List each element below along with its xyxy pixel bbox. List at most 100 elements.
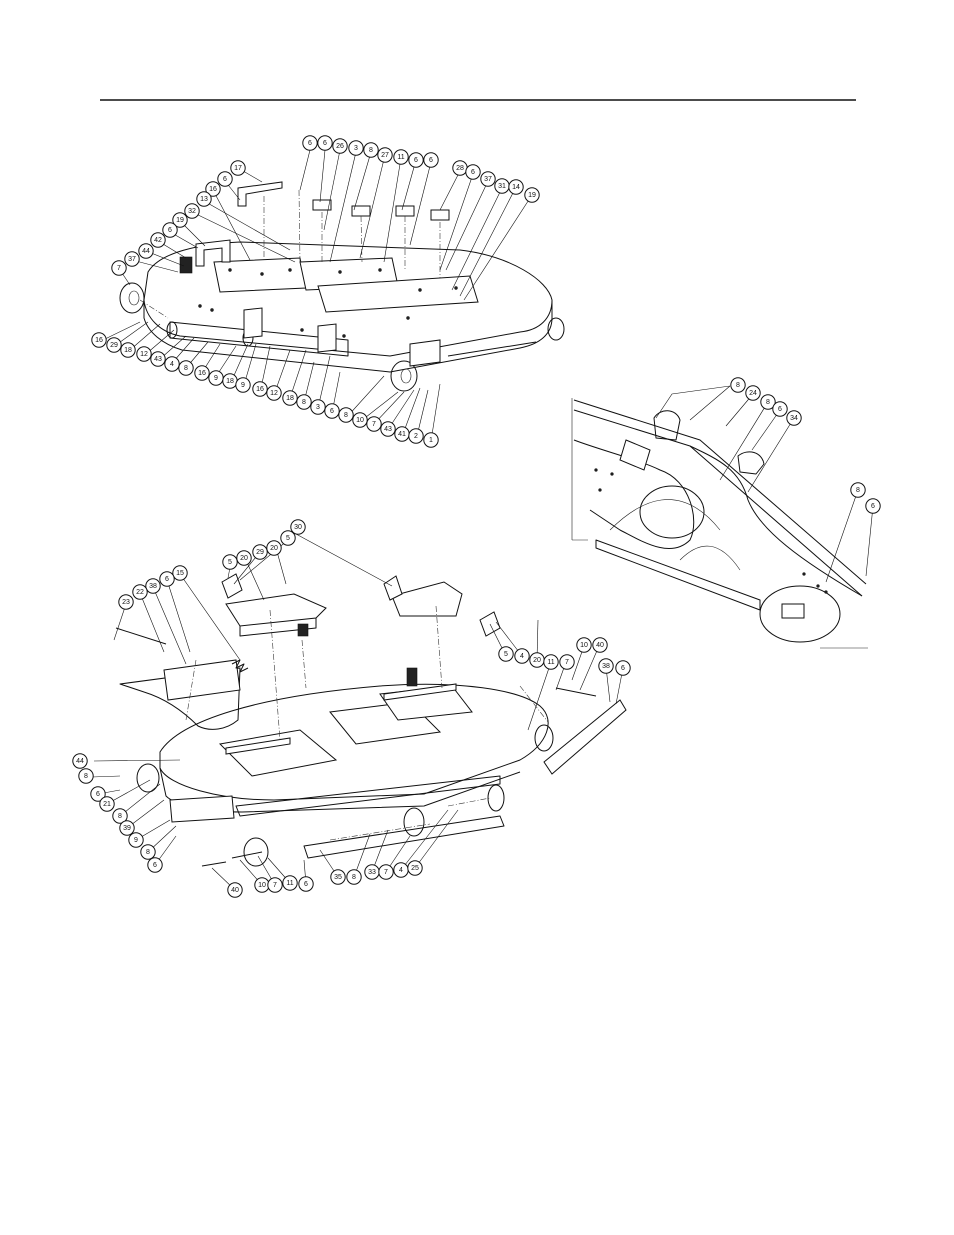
callout-top-deck-view-12: 31 <box>495 179 509 193</box>
callout-number: 23 <box>122 599 130 606</box>
callout-underside-view-20: 44 <box>73 754 87 768</box>
callout-number: 18 <box>124 347 132 354</box>
bracket-19 <box>196 240 230 266</box>
callout-underside-view-0: 30 <box>291 520 305 534</box>
detail-bearing <box>738 452 764 474</box>
callout-number: 18 <box>226 378 234 385</box>
callout-number: 4 <box>520 653 524 660</box>
callout-number: 30 <box>294 524 302 531</box>
deflector-rod <box>448 342 536 356</box>
callout-top-deck-view-23: 44 <box>139 244 153 258</box>
callout-top-deck-view-6: 11 <box>394 150 408 164</box>
callout-top-deck-view-42: 6 <box>325 404 339 418</box>
callout-number: 6 <box>96 791 100 798</box>
bolt-40 <box>202 862 226 866</box>
callout-number: 18 <box>286 395 294 402</box>
callout-number: 26 <box>336 143 344 150</box>
underside-plate-left <box>220 730 336 776</box>
callout-number: 32 <box>188 208 196 215</box>
front-bracket-right <box>318 324 336 352</box>
detail-deck-top <box>574 400 866 596</box>
callout-detail-view-0: 8 <box>731 378 745 392</box>
detail-spindle-plate <box>782 604 804 618</box>
callout-number: 6 <box>165 576 169 583</box>
callout-number: 8 <box>302 399 306 406</box>
callout-number: 6 <box>429 157 433 164</box>
callout-top-deck-view-21: 6 <box>163 223 177 237</box>
callout-number: 12 <box>270 390 278 397</box>
wheel-front-hub <box>401 369 411 383</box>
side-bracket-right <box>544 700 626 774</box>
top-plate-left <box>214 258 306 292</box>
callout-top-deck-view-40: 8 <box>297 395 311 409</box>
deflector-plate-right <box>392 582 462 688</box>
callout-top-deck-view-26: 16 <box>92 333 106 347</box>
callout-number: 6 <box>471 169 475 176</box>
callout-number: 38 <box>602 663 610 670</box>
wheel-bracket-front <box>410 340 440 366</box>
callout-top-deck-view-27: 29 <box>107 338 121 352</box>
callout-number: 8 <box>856 487 860 494</box>
callout-number: 20 <box>270 545 278 552</box>
callout-number: 8 <box>118 813 122 820</box>
callout-number: 8 <box>146 849 150 856</box>
callout-top-deck-view-46: 43 <box>381 422 395 436</box>
callout-number: 8 <box>184 365 188 372</box>
callout-top-deck-view-24: 37 <box>125 252 139 266</box>
callout-number: 15 <box>176 570 184 577</box>
callout-number: 25 <box>411 865 419 872</box>
callout-number: 37 <box>484 176 492 183</box>
callout-underside-view-29: 40 <box>228 883 242 897</box>
callout-number: 44 <box>76 758 84 765</box>
deflector-plate-left <box>226 594 326 740</box>
callout-top-deck-view-41: 3 <box>311 400 325 414</box>
callout-number: 31 <box>498 183 506 190</box>
front-bracket-left <box>244 308 262 338</box>
callout-underside-view-32: 11 <box>283 876 297 890</box>
bearing-4 <box>431 210 449 220</box>
callout-underside-view-31: 7 <box>268 878 282 892</box>
callout-number: 27 <box>381 152 389 159</box>
callout-underside-view-13: 20 <box>530 653 544 667</box>
callout-number: 14 <box>512 184 520 191</box>
callout-number: 17 <box>234 165 242 172</box>
callout-top-deck-view-49: 1 <box>424 433 438 447</box>
callout-number: 6 <box>330 408 334 415</box>
callout-number: 8 <box>352 874 356 881</box>
callout-underside-view-18: 38 <box>599 659 613 673</box>
callout-top-deck-view-10: 6 <box>466 165 480 179</box>
callout-number: 7 <box>565 659 569 666</box>
callout-number: 16 <box>198 370 206 377</box>
callout-number: 40 <box>231 887 239 894</box>
wheel-u3 <box>404 808 424 836</box>
callout-number: 6 <box>308 140 312 147</box>
callout-number: 7 <box>384 869 388 876</box>
callout-number: 28 <box>456 165 464 172</box>
detail-spindle-left <box>640 486 704 538</box>
callout-underside-view-10: 23 <box>119 595 133 609</box>
callout-top-deck-view-15: 17 <box>231 161 245 175</box>
callout-number: 16 <box>95 337 103 344</box>
callout-underside-view-6: 15 <box>173 566 187 580</box>
callout-underside-view-35: 8 <box>347 870 361 884</box>
callout-number: 43 <box>154 356 162 363</box>
callout-number: 20 <box>240 555 248 562</box>
callout-number: 42 <box>154 237 162 244</box>
callout-number: 5 <box>504 651 508 658</box>
callout-number: 39 <box>123 825 131 832</box>
wheel-left <box>120 283 144 313</box>
callout-top-deck-view-44: 10 <box>353 413 367 427</box>
callout-top-deck-view-11: 37 <box>481 172 495 186</box>
callout-top-deck-view-31: 4 <box>165 357 179 371</box>
callout-underside-view-12: 4 <box>515 649 529 663</box>
callout-detail-view-4: 34 <box>787 411 801 425</box>
callout-number: 16 <box>209 186 217 193</box>
callout-underside-view-25: 39 <box>120 821 134 835</box>
callout-number: 6 <box>323 140 327 147</box>
callout-underside-view-14: 11 <box>544 655 558 669</box>
callout-number: 11 <box>397 154 404 161</box>
callout-number: 7 <box>273 882 277 889</box>
callout-number: 1 <box>429 437 433 444</box>
callout-number: 40 <box>596 642 604 649</box>
callout-number: 11 <box>286 880 293 887</box>
